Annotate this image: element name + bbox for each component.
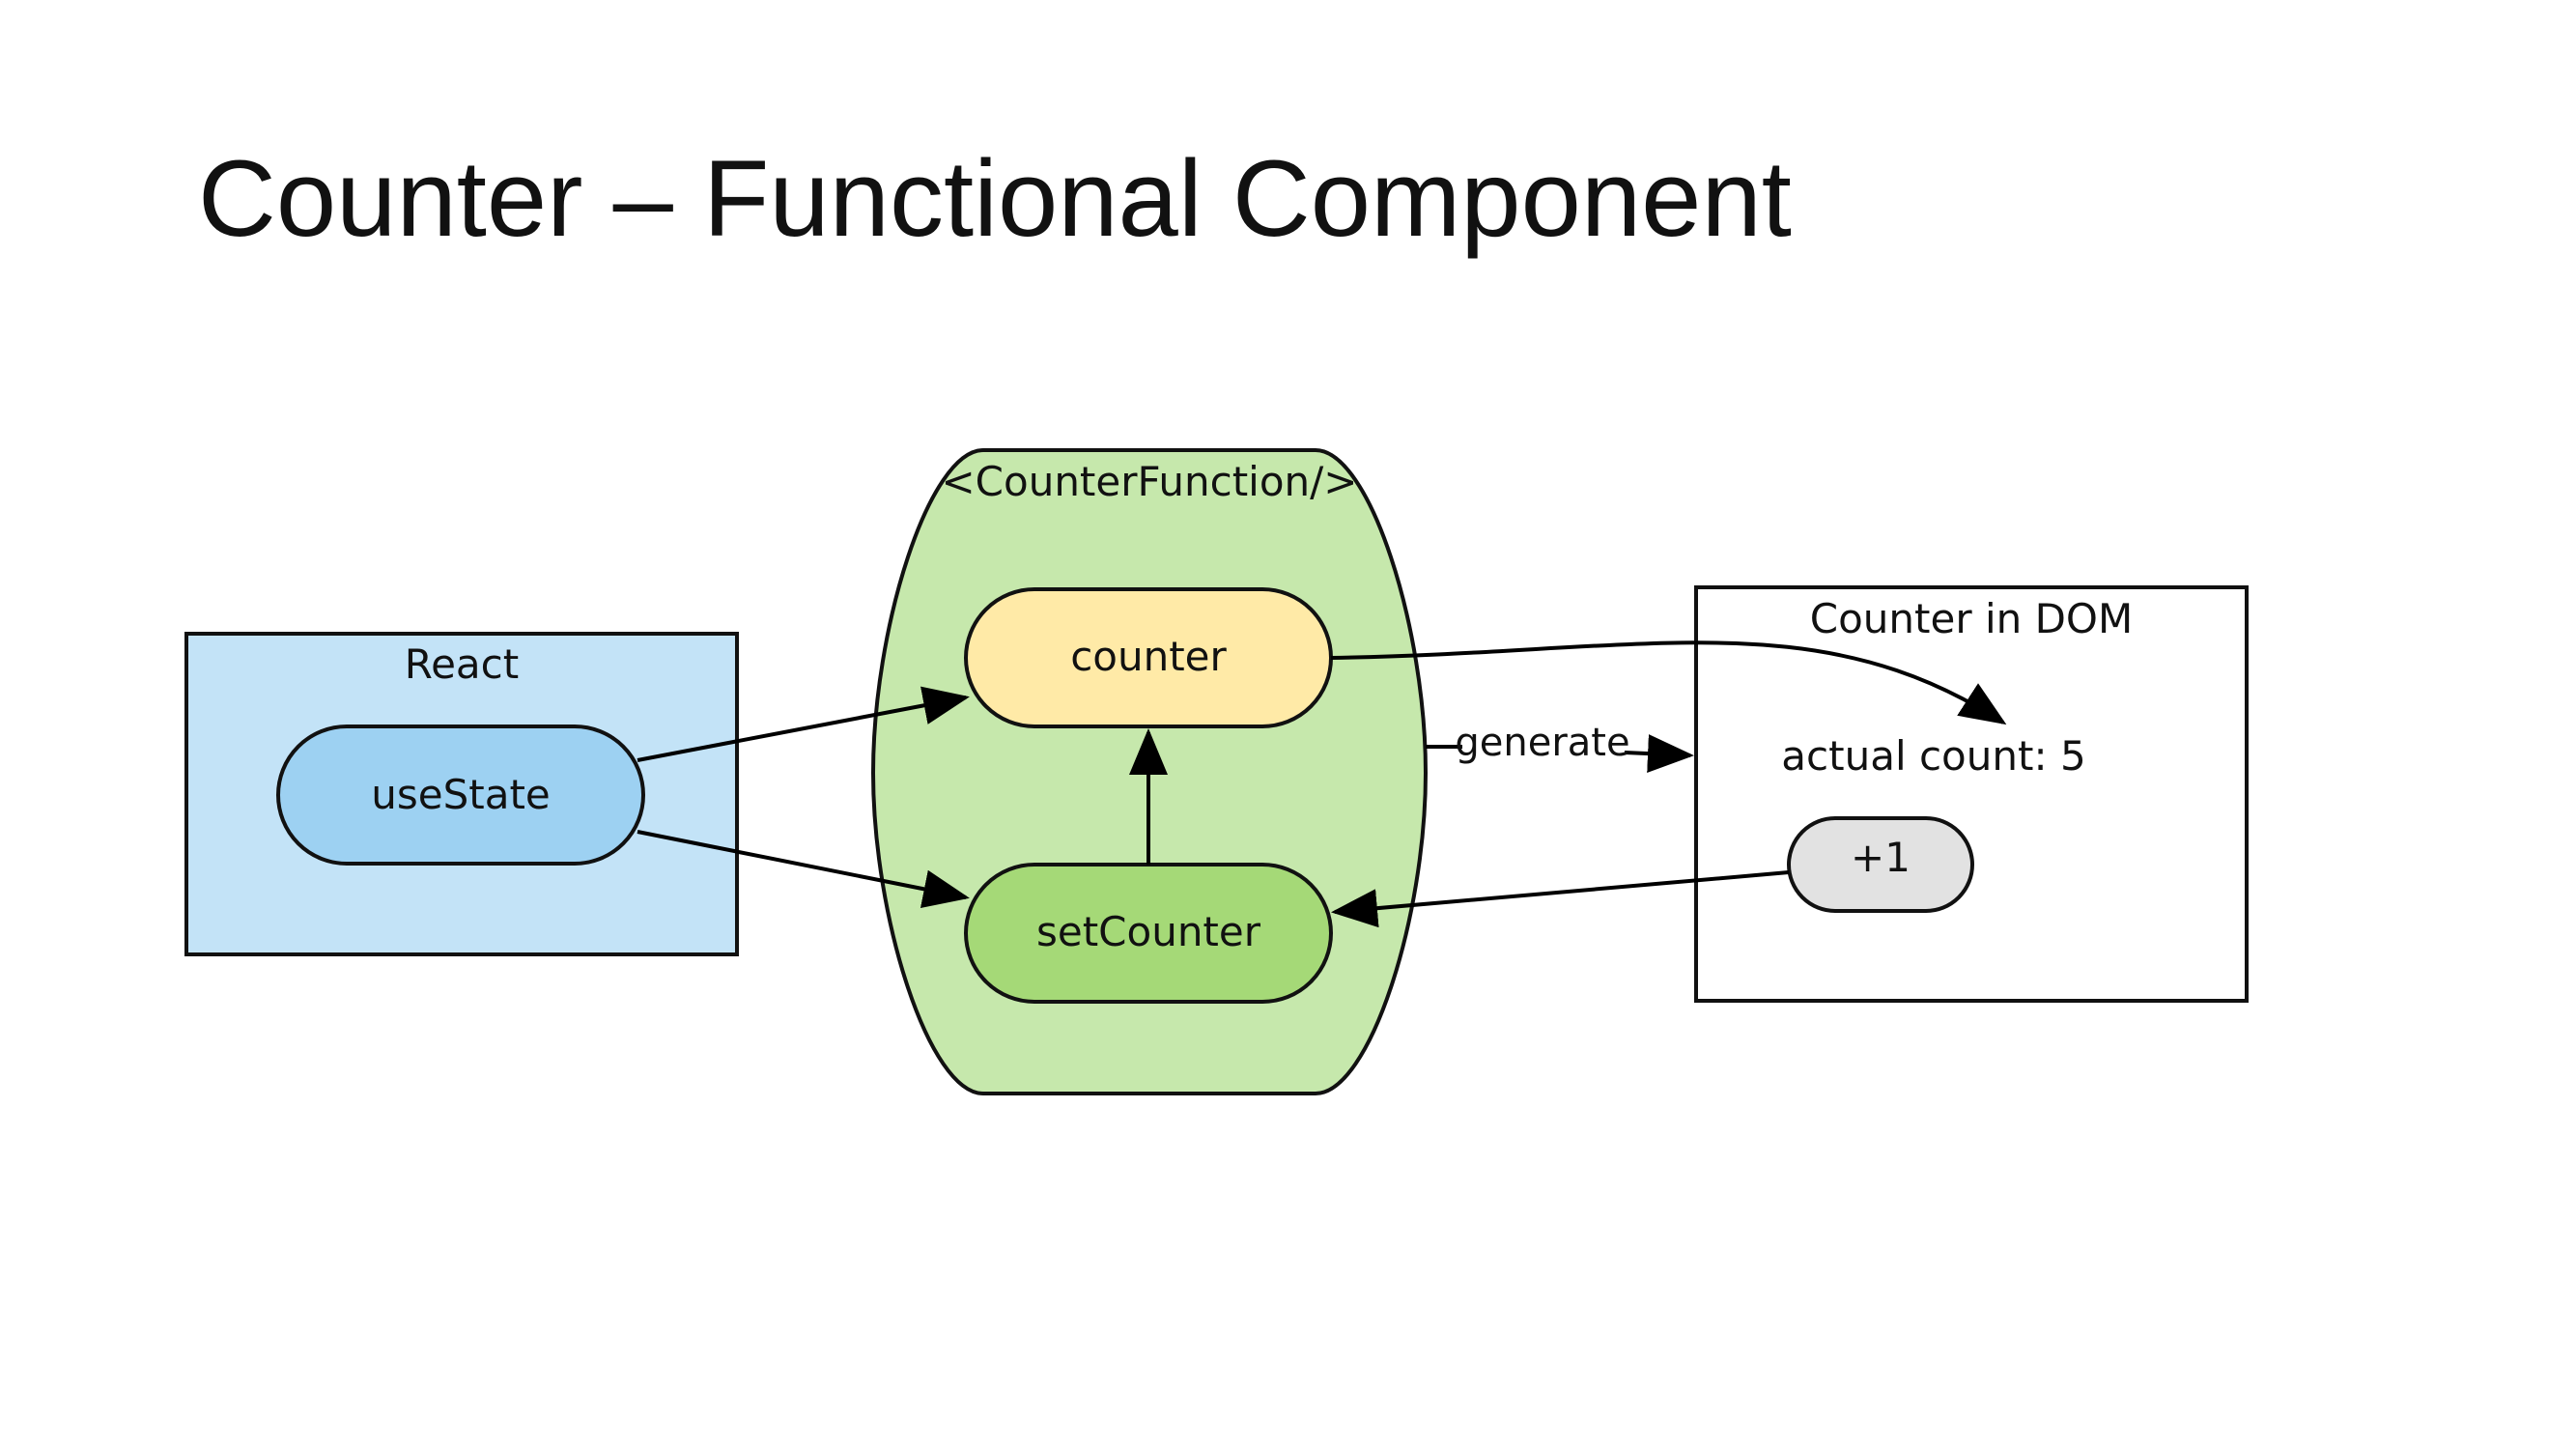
edges (637, 640, 2007, 928)
component-label: <CounterFunction/> (941, 458, 1357, 505)
react-container: React useState (184, 632, 739, 956)
edge-counter-to-dom-count (1330, 640, 2007, 725)
edge-button-to-setcounter (1331, 870, 1790, 928)
edge-generate-to-dom (1624, 734, 1694, 774)
react-box-label: React (405, 640, 519, 688)
increment-button-label: +1 (1851, 834, 1911, 881)
usestate-node[interactable] (276, 724, 645, 866)
slide-title: Counter – Functional Component (198, 138, 1792, 259)
generate-edge-label: generate (1455, 721, 1629, 765)
edge-usestate-to-setcounter (637, 830, 970, 908)
usestate-label: useState (371, 771, 551, 818)
edge-usestate-to-counter (637, 686, 970, 762)
dom-box-label: Counter in DOM (1810, 595, 2133, 642)
counter-label: counter (1070, 633, 1227, 680)
dom-box (1694, 585, 2249, 1003)
setcounter-label: setCounter (1036, 908, 1261, 955)
component-container: <CounterFunction/> counter setCounter (870, 448, 1429, 1095)
increment-button[interactable] (1787, 816, 1974, 913)
actual-count-text: actual count: 5 (1781, 732, 2085, 780)
dom-container: Counter in DOM actual count: 5 +1 (1694, 585, 2249, 1003)
